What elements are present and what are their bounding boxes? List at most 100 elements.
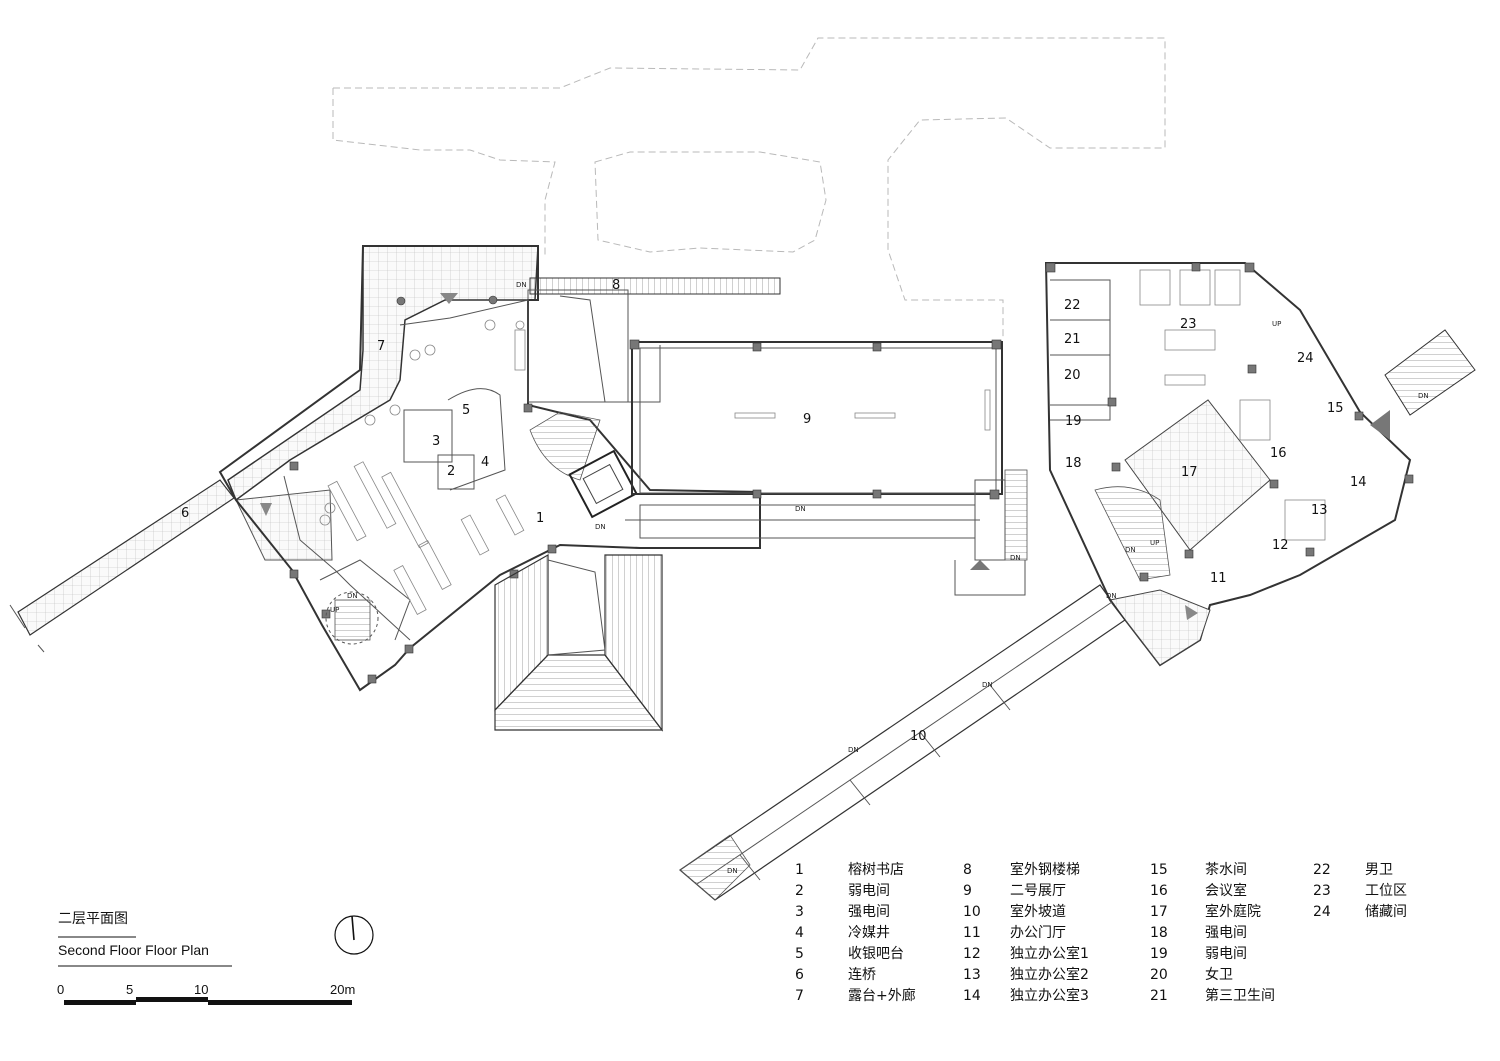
legend-number: 1 [795, 862, 804, 878]
dn-label: DN [1010, 554, 1021, 562]
up-label: UP [1150, 539, 1159, 547]
label-4: 4 [481, 455, 489, 470]
dn-label: DN [727, 867, 738, 875]
legend-room-name: 独立办公室3 [1010, 988, 1089, 1004]
label-22: 22 [1064, 298, 1081, 313]
legend-number: 13 [963, 967, 981, 983]
legend-number: 8 [963, 862, 972, 878]
dn-label: DN [848, 746, 859, 754]
legend-number: 23 [1313, 883, 1331, 899]
legend-number: 5 [795, 946, 804, 962]
legend-room-name: 男卫 [1365, 862, 1393, 878]
label-19: 19 [1065, 414, 1082, 429]
label-7: 7 [377, 339, 385, 354]
label-6: 6 [181, 506, 189, 521]
legend-room-name: 独立办公室1 [1010, 946, 1089, 962]
scale-label-5: 5 [126, 982, 134, 997]
steel-stair-8 [527, 277, 781, 403]
label-17: 17 [1181, 465, 1198, 480]
up-label: UP [1272, 320, 1281, 328]
entry-arrows [260, 293, 1198, 620]
legend-room-name: 女卫 [1205, 967, 1233, 983]
legend-number: 9 [963, 883, 972, 899]
scale-label-0: 0 [57, 982, 65, 997]
legend-room-name: 第三卫生间 [1205, 988, 1275, 1004]
legend-room-name: 室外坡道 [1010, 904, 1066, 920]
dn-label: DN [795, 505, 806, 513]
legend-number: 24 [1313, 904, 1331, 920]
legend-number: 11 [963, 925, 981, 941]
legend-number: 2 [795, 883, 804, 899]
legend-room-name: 冷媒井 [848, 925, 890, 941]
label-2: 2 [447, 464, 455, 479]
legend-number: 20 [1150, 967, 1168, 983]
legend-number: 6 [795, 967, 804, 983]
label-1: 1 [536, 511, 544, 526]
legend-room-name: 工位区 [1365, 883, 1407, 899]
dn-label: DN [1418, 392, 1429, 400]
up-label: UP [330, 606, 339, 614]
legend-room-name: 强电间 [1205, 925, 1247, 941]
title-english: Second Floor Floor Plan [58, 942, 209, 958]
legend-number: 4 [795, 925, 804, 941]
legend-room-name: 露台+外廊 [848, 988, 916, 1004]
context-dashed-outlines [332, 37, 1166, 338]
legend-number: 12 [963, 946, 981, 962]
bridge-6 [9, 479, 235, 653]
scale-label-10: 10 [194, 982, 209, 997]
scale-label-20m: 20m [330, 982, 356, 997]
legend-room-name: 储藏间 [1365, 904, 1407, 920]
ramp-10 [679, 584, 1126, 901]
title-chinese: 二层平面图 [58, 911, 128, 927]
label-11: 11 [1210, 571, 1227, 586]
legend-room-name: 室外庭院 [1205, 904, 1261, 920]
legend-number: 21 [1150, 988, 1168, 1004]
scale-bar [64, 997, 352, 1005]
label-8: 8 [612, 278, 620, 293]
legend-room-name: 茶水间 [1205, 862, 1247, 878]
label-14: 14 [1350, 475, 1367, 490]
legend-number: 7 [795, 988, 804, 1004]
label-9: 9 [803, 412, 811, 427]
label-16: 16 [1270, 446, 1287, 461]
label-5: 5 [462, 403, 470, 418]
legend-room-name: 二号展厅 [1010, 883, 1066, 899]
label-13: 13 [1311, 503, 1328, 518]
legend-room-name: 办公门厅 [1010, 925, 1066, 941]
south-stair [494, 553, 664, 732]
central-core [529, 411, 638, 519]
label-18: 18 [1065, 456, 1082, 471]
label-24: 24 [1297, 351, 1314, 366]
bookstore-building [218, 245, 761, 692]
label-21: 21 [1064, 332, 1081, 347]
dn-label: DN [982, 681, 993, 689]
dn-label: DN [595, 523, 606, 531]
office-building [1044, 262, 1476, 667]
legend-room-name: 弱电间 [848, 883, 890, 899]
label-23: 23 [1180, 317, 1197, 332]
legend-number: 16 [1150, 883, 1168, 899]
label-3: 3 [432, 434, 440, 449]
exhibition-hall-9 [625, 339, 1028, 596]
legend-room-name: 弱电间 [1205, 946, 1247, 962]
legend-number: 15 [1150, 862, 1168, 878]
legend-number: 3 [795, 904, 804, 920]
legend-room-name: 连桥 [848, 967, 876, 983]
label-15: 15 [1327, 401, 1344, 416]
label-10: 10 [910, 729, 927, 744]
legend-room-name: 独立办公室2 [1010, 967, 1089, 983]
legend-room-name: 榕树书店 [848, 862, 904, 878]
legend-number: 19 [1150, 946, 1168, 962]
dn-label: DN [1106, 592, 1117, 600]
legend-number: 18 [1150, 925, 1168, 941]
dn-label: DN [1125, 546, 1136, 554]
drawing-annotations [58, 915, 374, 1005]
legend-number: 22 [1313, 862, 1331, 878]
legend-room-name: 收银吧台 [848, 946, 904, 962]
label-12: 12 [1272, 538, 1289, 553]
legend-room-name: 会议室 [1205, 883, 1247, 899]
dn-label: DN [516, 281, 527, 289]
legend-room-name: 强电间 [848, 904, 890, 920]
dn-label: DN [347, 592, 358, 600]
legend-number: 14 [963, 988, 981, 1004]
